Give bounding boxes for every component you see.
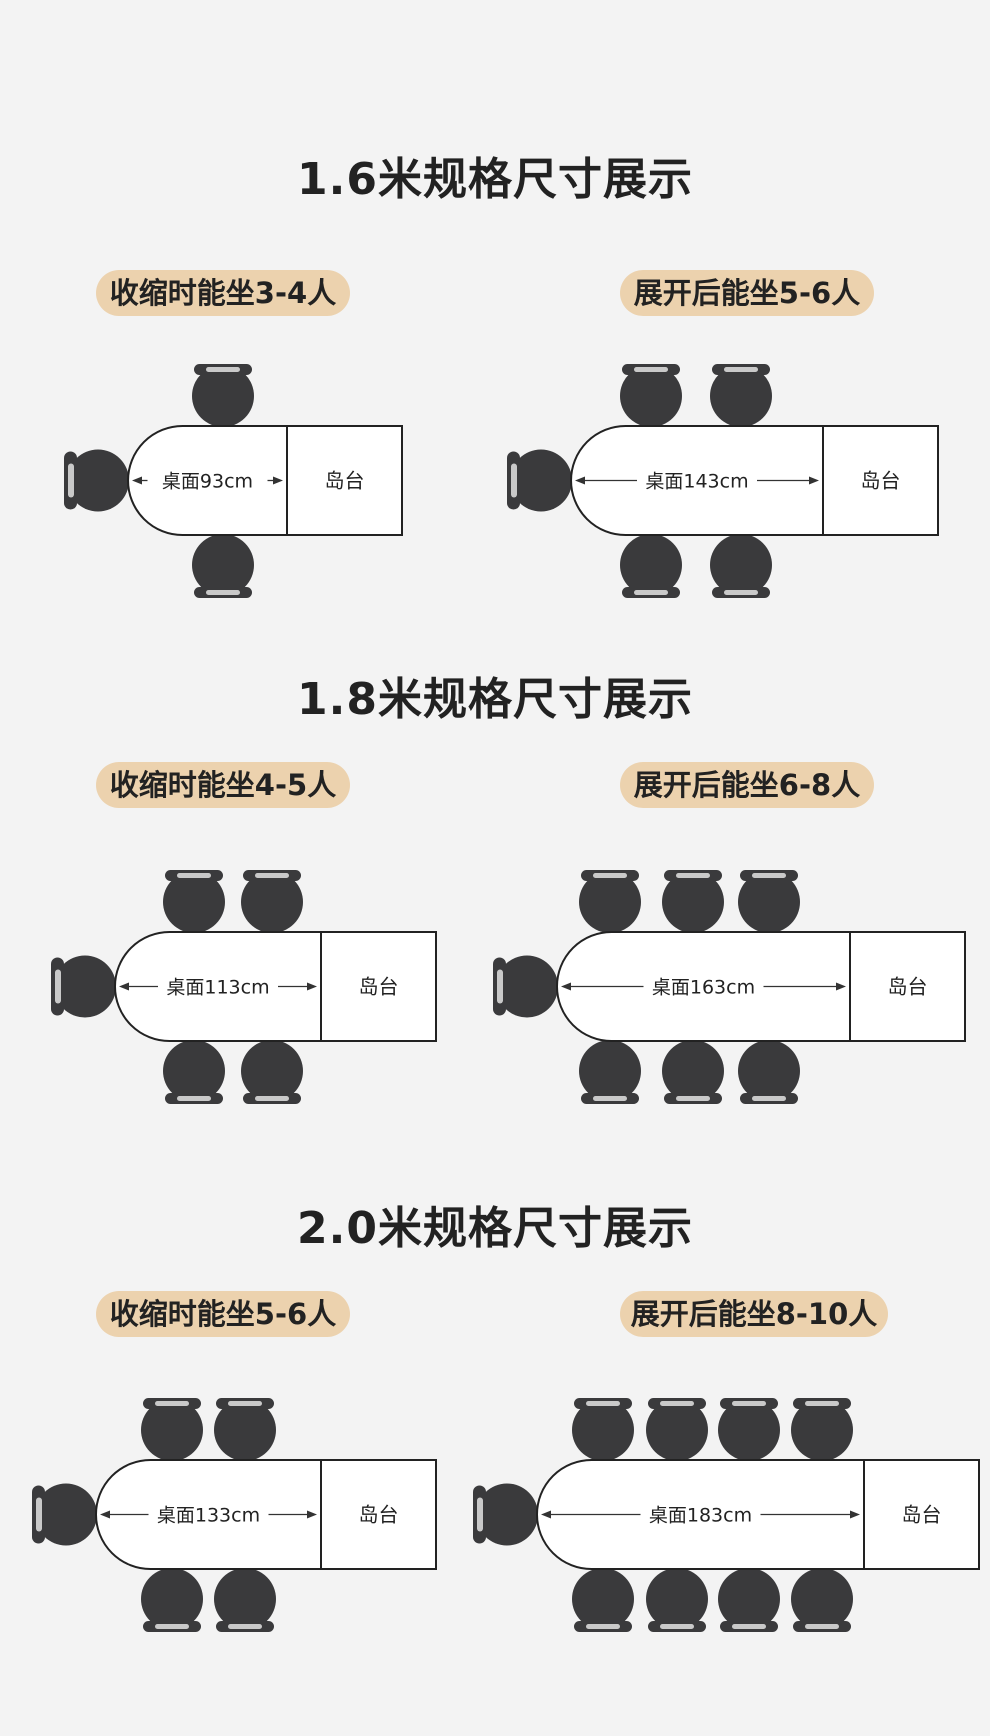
island-label: 岛台 xyxy=(861,469,901,493)
chair-icon xyxy=(192,534,254,598)
island-block xyxy=(286,425,403,536)
arrow-left-icon xyxy=(541,1510,551,1519)
tabletop-dimension: 桌面163cm xyxy=(652,977,755,999)
chair-icon xyxy=(572,1568,634,1632)
layout-left: 桌面93cm 岛台 xyxy=(64,364,403,598)
chair-icon xyxy=(738,1040,800,1104)
chair-icon xyxy=(579,1040,641,1104)
arrow-left-icon xyxy=(132,476,142,485)
label-collapsed-2-0m: 收缩时能坐5-6人 xyxy=(96,1291,350,1337)
chair-icon xyxy=(241,870,303,933)
chair-icon xyxy=(791,1398,853,1461)
island-label: 岛台 xyxy=(325,469,365,493)
chair-icon xyxy=(473,1483,538,1546)
chair-icon xyxy=(662,1040,724,1104)
tabletop xyxy=(127,425,288,536)
chair-icon xyxy=(32,1483,97,1546)
island-label: 岛台 xyxy=(902,1503,942,1527)
chair-icon xyxy=(163,1040,225,1104)
label-expanded-1-8m: 展开后能坐6-8人 xyxy=(620,762,874,808)
chair-icon xyxy=(51,955,116,1018)
chair-icon xyxy=(718,1398,780,1461)
chair-icon xyxy=(507,449,572,512)
arrow-left-icon xyxy=(119,982,129,991)
layout-right: 桌面183cm 岛台 xyxy=(473,1398,980,1632)
tabletop-dimension: 桌面113cm xyxy=(166,977,269,999)
chair-icon xyxy=(141,1398,203,1461)
chair-icon xyxy=(141,1568,203,1632)
tabletop xyxy=(536,1459,865,1570)
tabletop xyxy=(95,1459,322,1570)
label-collapsed-1-8m: 收缩时能坐4-5人 xyxy=(96,762,350,808)
island-block xyxy=(863,1459,980,1570)
layout-left: 桌面113cm 岛台 xyxy=(51,870,437,1104)
section-title-1-8m: 1.8米规格尺寸展示 xyxy=(297,674,693,725)
chair-icon xyxy=(710,364,772,427)
tabletop-dimension: 桌面183cm xyxy=(649,1505,752,1527)
arrow-right-icon xyxy=(273,476,283,485)
tabletop-dimension: 桌面143cm xyxy=(645,471,748,493)
chair-icon xyxy=(493,955,558,1018)
island-block xyxy=(822,425,939,536)
layout-left: 桌面133cm 岛台 xyxy=(32,1398,437,1632)
chair-icon xyxy=(192,364,254,427)
layout-right: 桌面143cm 岛台 xyxy=(507,364,939,598)
island-label: 岛台 xyxy=(359,1503,399,1527)
chair-icon xyxy=(718,1568,780,1632)
arrow-right-icon xyxy=(836,982,846,991)
chair-icon xyxy=(620,534,682,598)
tabletop xyxy=(570,425,824,536)
island-block xyxy=(320,1459,437,1570)
chair-icon xyxy=(710,534,772,598)
chair-icon xyxy=(572,1398,634,1461)
tabletop-dimension: 桌面93cm xyxy=(162,471,253,493)
chair-icon xyxy=(241,1040,303,1104)
arrow-left-icon xyxy=(575,476,585,485)
chair-icon xyxy=(214,1568,276,1632)
layout-right: 桌面163cm 岛台 xyxy=(493,870,966,1104)
island-block xyxy=(849,931,966,1042)
arrow-right-icon xyxy=(307,1510,317,1519)
section-title-2-0m: 2.0米规格尺寸展示 xyxy=(297,1203,693,1254)
island-label: 岛台 xyxy=(888,975,928,999)
chair-icon xyxy=(620,364,682,427)
tabletop xyxy=(114,931,322,1042)
chair-icon xyxy=(662,870,724,933)
section-title-1-6m: 1.6米规格尺寸展示 xyxy=(297,154,693,205)
chair-icon xyxy=(64,449,129,512)
island-label: 岛台 xyxy=(359,975,399,999)
chair-icon xyxy=(646,1398,708,1461)
chair-icon xyxy=(791,1568,853,1632)
chair-icon xyxy=(163,870,225,933)
chair-icon xyxy=(646,1568,708,1632)
arrow-right-icon xyxy=(809,476,819,485)
chair-icon xyxy=(214,1398,276,1461)
island-block xyxy=(320,931,437,1042)
label-expanded-1-6m: 展开后能坐5-6人 xyxy=(620,270,874,316)
arrow-left-icon xyxy=(100,1510,110,1519)
arrow-right-icon xyxy=(307,982,317,991)
chair-icon xyxy=(579,870,641,933)
chair-icon xyxy=(738,870,800,933)
label-collapsed-1-6m: 收缩时能坐3-4人 xyxy=(96,270,350,316)
tabletop xyxy=(556,931,851,1042)
tabletop-dimension: 桌面133cm xyxy=(157,1505,260,1527)
arrow-left-icon xyxy=(561,982,571,991)
arrow-right-icon xyxy=(850,1510,860,1519)
label-expanded-2-0m: 展开后能坐8-10人 xyxy=(620,1291,888,1337)
